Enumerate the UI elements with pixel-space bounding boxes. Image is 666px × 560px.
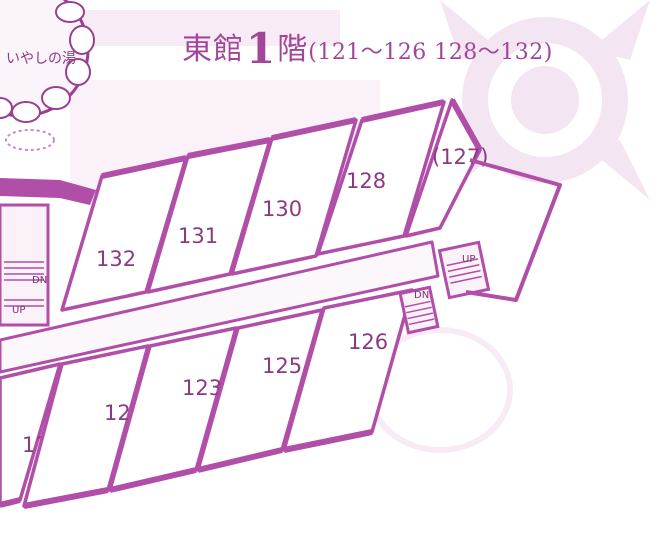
- room-number-label: 128: [346, 169, 386, 193]
- room-balcony: [23, 487, 109, 509]
- room-balcony: [271, 117, 357, 141]
- room-balcony: [449, 98, 483, 152]
- onsen-bath: いやしの湯: [0, 0, 95, 151]
- room-balcony: [197, 447, 283, 473]
- stair-direction-label: DN: [32, 275, 47, 286]
- room-balcony: [283, 429, 373, 453]
- corridor: [0, 240, 440, 374]
- stair-direction-label: UP: [12, 305, 25, 316]
- onsen-label: いやしの湯: [6, 50, 76, 67]
- room-balcony: [0, 497, 21, 508]
- stair-direction-label: DN: [414, 290, 429, 301]
- building-name: 東館: [182, 32, 244, 67]
- stair-labels: DN UP UP DN: [12, 254, 475, 316]
- stair-direction-label: UP: [462, 254, 475, 265]
- room-number-label: (127): [432, 145, 488, 169]
- right-stairs: [398, 158, 562, 335]
- floor-number: 1: [246, 24, 276, 73]
- room-balcony: [109, 467, 197, 493]
- connector-wall: [0, 178, 96, 205]
- room-number-label: 123: [182, 376, 222, 400]
- room-balcony: [101, 155, 187, 179]
- room-number-label: 125: [262, 354, 302, 378]
- room-balcony: [187, 137, 271, 159]
- page-title: 東館1階(121～126 128～132): [182, 24, 553, 70]
- room-range: (121～126 128～132): [308, 40, 553, 65]
- room-balcony: [361, 99, 445, 123]
- room-number-label: 130: [262, 197, 302, 221]
- room-number-label: 132: [96, 247, 136, 271]
- floor-suffix: 階: [277, 32, 309, 67]
- room-number-label: 126: [348, 330, 388, 354]
- left-stair-block: [0, 203, 50, 327]
- room-number-label: 131: [178, 224, 218, 248]
